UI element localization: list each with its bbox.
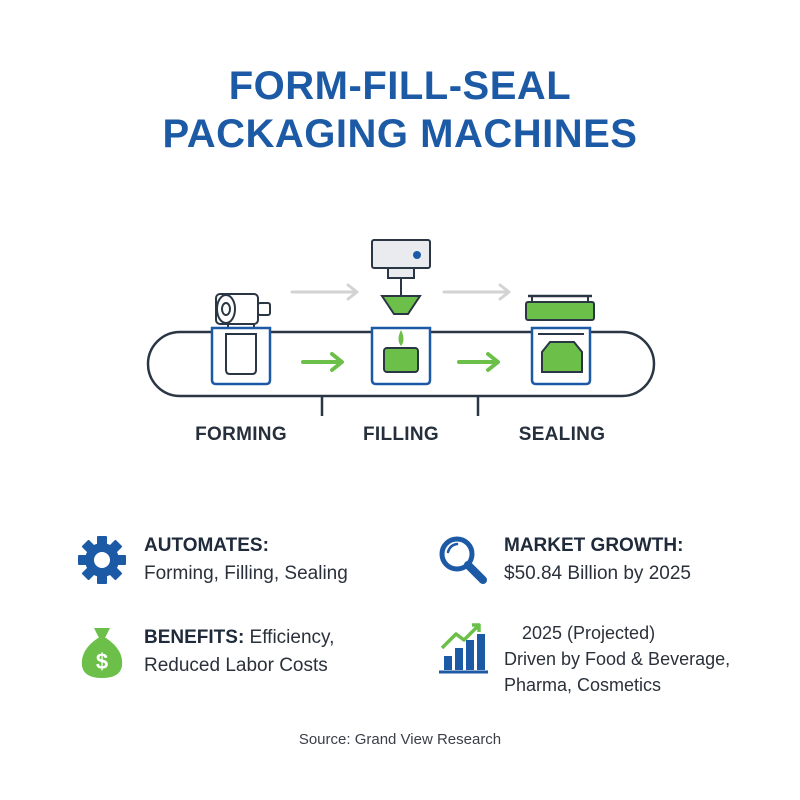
info-market-growth: MARKET GROWTH: $50.84 Billion by 2025	[434, 532, 691, 588]
gray-arrow-1	[290, 283, 359, 301]
stage-label-forming: FORMING	[195, 424, 287, 445]
magnifier-icon	[439, 536, 487, 584]
money-bag-icon: $	[81, 628, 123, 678]
info-automates: AUTOMATES: Forming, Filling, Sealing	[74, 532, 348, 588]
green-arrow-2	[457, 352, 500, 372]
page-title: FORM-FILL-SEAL PACKAGING MACHINES	[0, 62, 800, 158]
projection-line-1: 2025 (Projected)	[522, 623, 656, 643]
title-line-2: PACKAGING MACHINES	[162, 112, 638, 156]
benefits-text-line2: Reduced Labor Costs	[144, 655, 328, 676]
process-diagram	[146, 239, 656, 416]
green-arrow-1	[301, 352, 344, 372]
filling-station	[370, 239, 432, 386]
bar-chart-growth-icon	[439, 623, 488, 674]
svg-text:$: $	[96, 649, 108, 674]
info-projection: 2025 (Projected) Driven by Food & Bevera…	[434, 620, 730, 698]
automates-text: Forming, Filling, Sealing	[144, 563, 348, 584]
market-growth-text: $50.84 Billion by 2025	[504, 563, 691, 584]
info-benefits: $ BENEFITS: Efficiency, Reduced Labor Co…	[74, 624, 334, 680]
stage-label-sealing: SEALING	[518, 424, 606, 445]
benefits-text-inline: Efficiency,	[244, 627, 335, 648]
stage-label-filling: FILLING	[363, 424, 439, 445]
sealing-station	[525, 294, 595, 386]
automates-heading: AUTOMATES:	[144, 535, 269, 556]
gear-icon	[78, 536, 126, 584]
projection-line-3: Pharma, Cosmetics	[504, 675, 662, 695]
projection-line-2: Driven by Food & Beverage,	[504, 649, 731, 669]
gray-arrow-2	[442, 283, 511, 301]
forming-station	[210, 293, 272, 386]
market-growth-heading: MARKET GROWTH:	[504, 535, 684, 556]
source-note: Source: Grand View Research	[298, 731, 502, 748]
title-line-1: FORM-FILL-SEAL	[228, 64, 572, 108]
benefits-heading: BENEFITS:	[144, 627, 245, 648]
